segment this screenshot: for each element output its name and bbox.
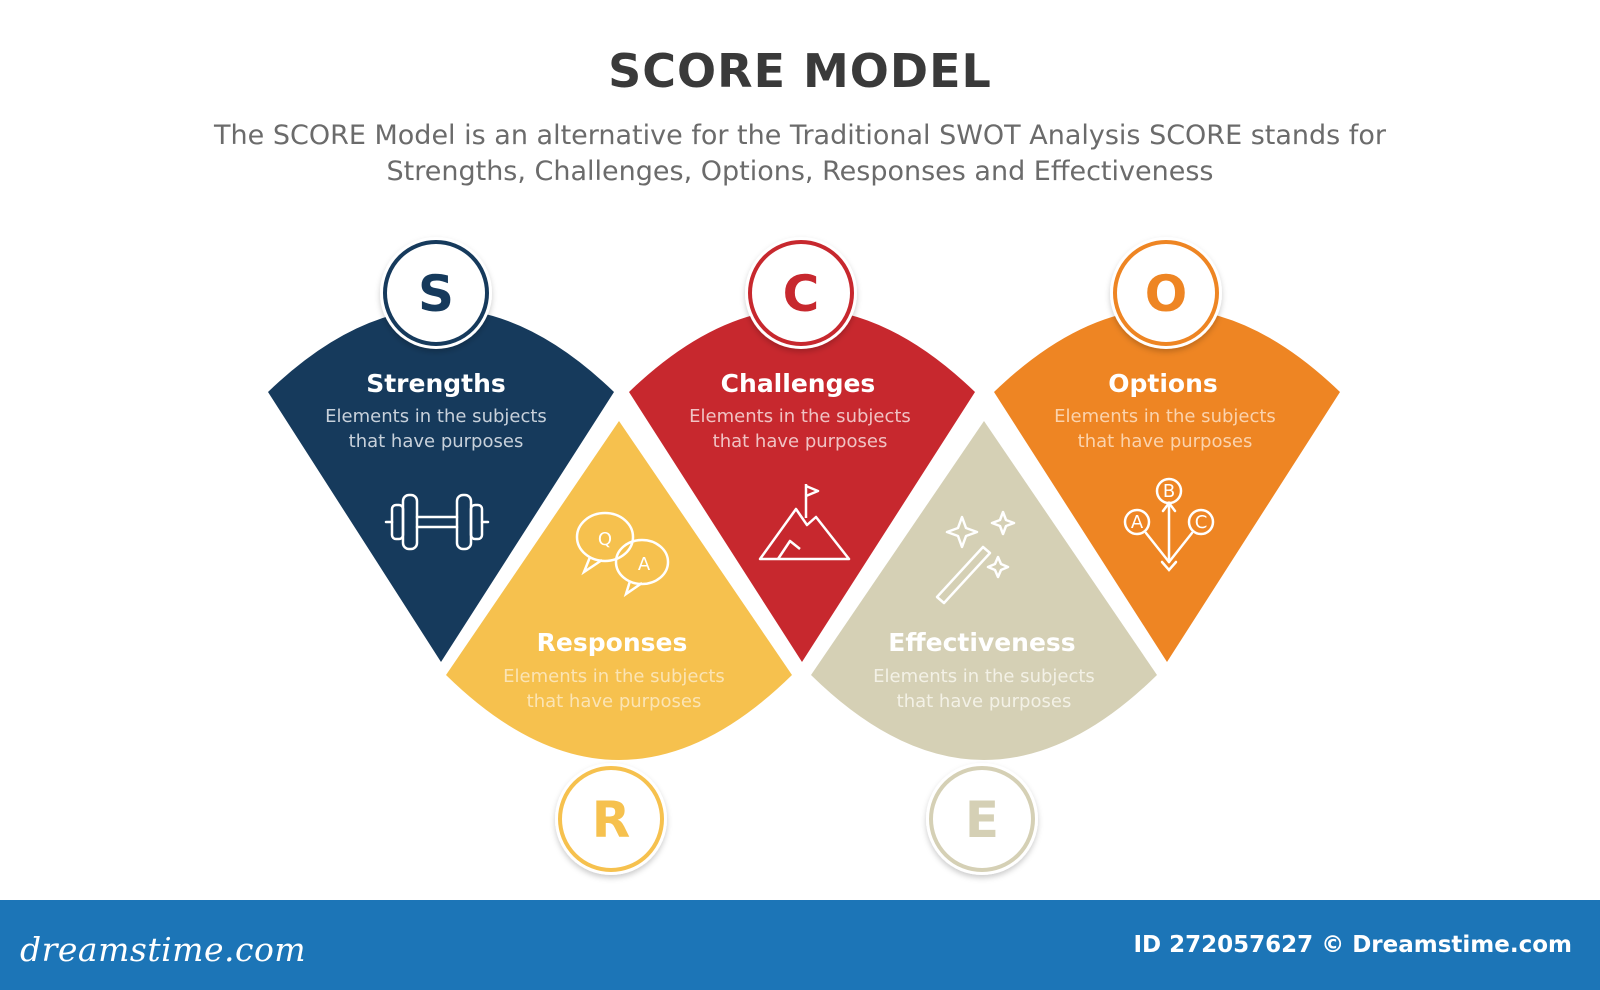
- strengths-petal: [268, 308, 614, 662]
- effectiveness-title: Effectiveness: [888, 628, 1075, 657]
- options-title: Options: [1108, 369, 1218, 398]
- item-options: O Options Elements in the subjects that …: [994, 237, 1340, 662]
- strengths-desc-line-2: that have purposes: [349, 431, 524, 452]
- options-icon-c: C: [1195, 512, 1208, 533]
- footer-logo[interactable]: dreamstime.com: [20, 930, 307, 969]
- options-desc-line-1: Elements in the subjects: [1054, 406, 1276, 427]
- challenges-title: Challenges: [721, 369, 876, 398]
- challenges-letter: C: [783, 265, 820, 323]
- responses-letter: R: [592, 791, 631, 849]
- options-icon-b: B: [1163, 481, 1175, 502]
- qa-icon-a: A: [638, 554, 651, 575]
- options-abc-icon: [1123, 477, 1215, 572]
- options-petal: [994, 308, 1340, 662]
- options-letter: O: [1145, 265, 1188, 323]
- responses-desc-line-2: that have purposes: [527, 691, 702, 712]
- responses-letter-badge: [555, 763, 667, 875]
- footer-image-id: ID 272057627 © Dreamstime.com: [1133, 932, 1573, 958]
- item-responses: Responses Elements in the subjects that …: [446, 421, 792, 875]
- effectiveness-desc-line-2: that have purposes: [897, 691, 1072, 712]
- page-title: SCORE MODEL: [608, 44, 992, 98]
- options-desc-line-2: that have purposes: [1078, 431, 1253, 452]
- responses-petal: [446, 421, 792, 760]
- magic-wand-icon: [935, 510, 1016, 605]
- strengths-desc-line-1: Elements in the subjects: [325, 406, 547, 427]
- responses-desc-line-1: Elements in the subjects: [503, 666, 725, 687]
- footer-bar: dreamstime.com ID 272057627 © Dreamstime…: [0, 900, 1600, 990]
- challenges-petal: [629, 308, 975, 662]
- challenges-letter-badge: [745, 237, 857, 349]
- challenges-desc-line-1: Elements in the subjects: [689, 406, 911, 427]
- mountain-flag-icon: [758, 484, 851, 561]
- responses-title: Responses: [537, 628, 688, 657]
- strengths-letter: S: [418, 265, 454, 323]
- options-icon-a: A: [1131, 512, 1144, 533]
- effectiveness-letter-badge: [926, 763, 1038, 875]
- effectiveness-desc-line-1: Elements in the subjects: [873, 666, 1095, 687]
- options-letter-badge: [1110, 237, 1222, 349]
- challenges-desc-line-2: that have purposes: [713, 431, 888, 452]
- strengths-letter-badge: [380, 237, 492, 349]
- effectiveness-letter: E: [965, 791, 999, 849]
- dumbbell-icon: [384, 493, 490, 551]
- qa-icon-q: Q: [598, 529, 612, 550]
- subtitle-line-1: The SCORE Model is an alternative for th…: [214, 120, 1386, 151]
- item-effectiveness: Effectiveness Elements in the subjects t…: [811, 421, 1157, 875]
- score-diagram: S Strengths Elements in the subjects tha…: [268, 237, 1340, 875]
- strengths-title: Strengths: [366, 369, 506, 398]
- item-strengths: S Strengths Elements in the subjects tha…: [268, 237, 614, 662]
- page-subtitle: The SCORE Model is an alternative for th…: [160, 118, 1440, 190]
- effectiveness-petal: [811, 421, 1157, 760]
- item-challenges: C Challenges Elements in the subjects th…: [629, 237, 975, 662]
- subtitle-line-2: Strengths, Challenges, Options, Response…: [386, 156, 1214, 187]
- qa-bubbles-icon: [575, 511, 670, 598]
